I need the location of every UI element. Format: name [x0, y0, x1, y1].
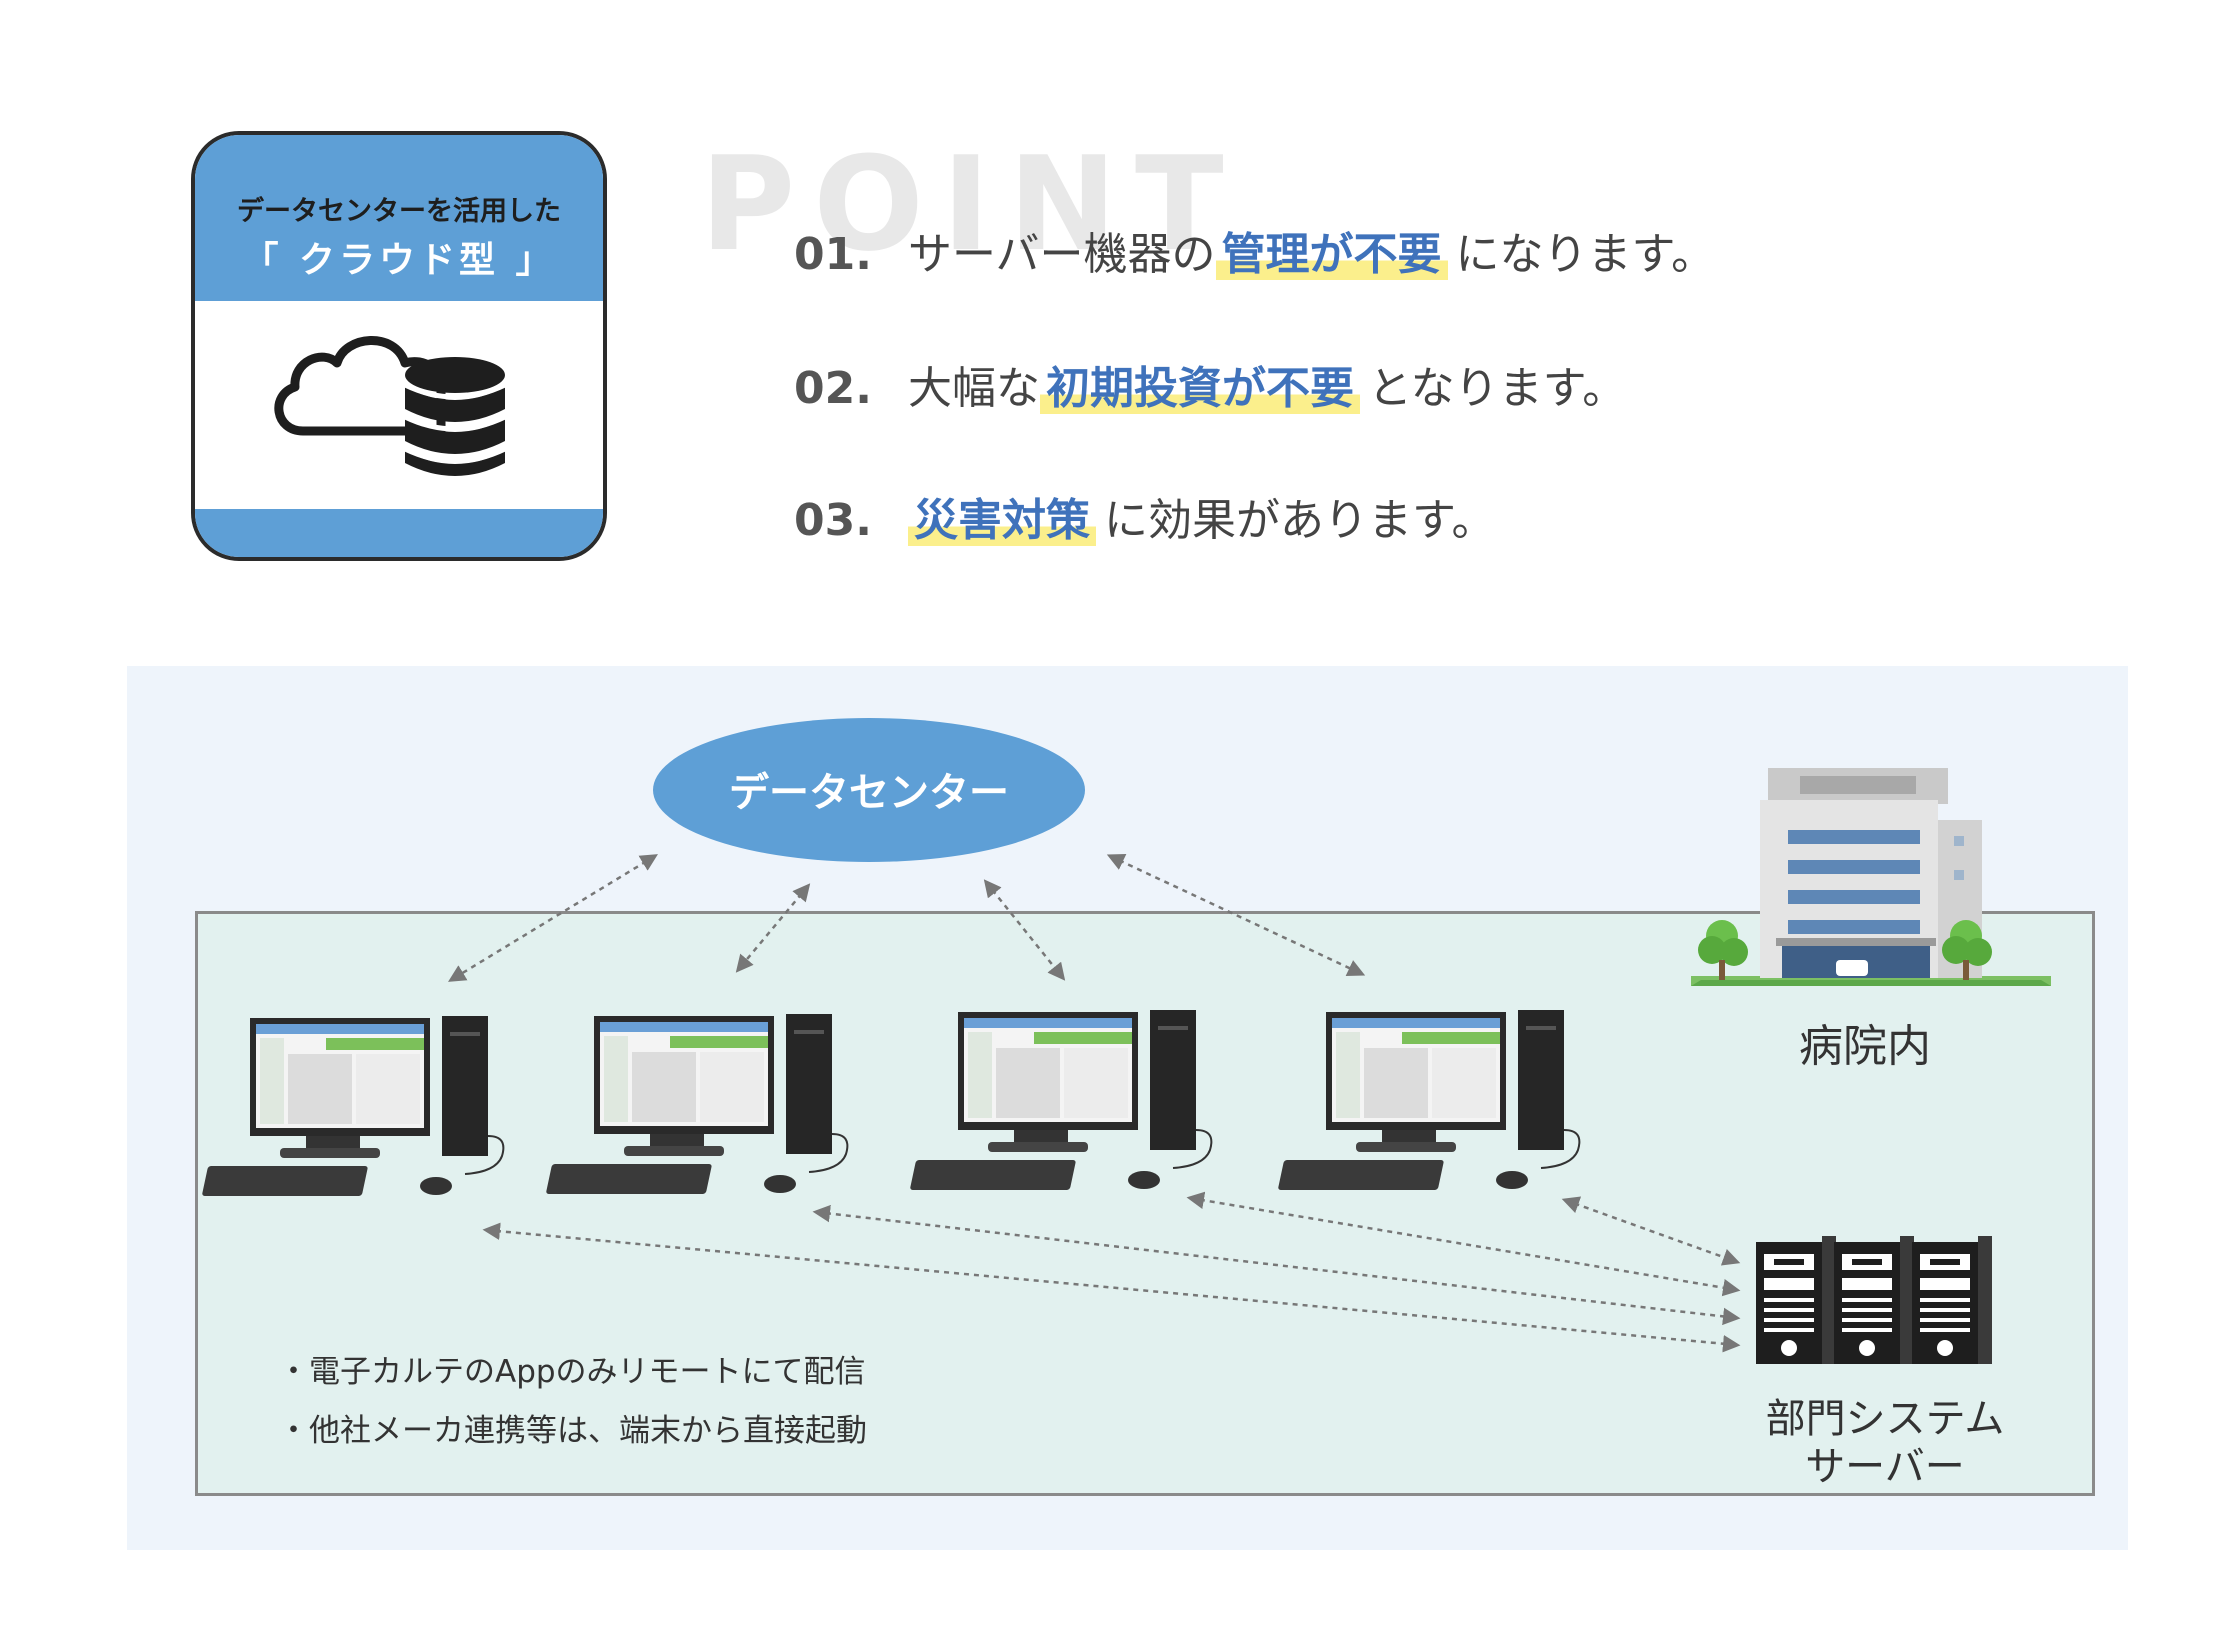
point-highlight: 管理が不要 [1215, 229, 1448, 280]
datacenter-label: データセンター [729, 770, 1009, 816]
server-icon [1756, 1236, 1836, 1364]
card-title: 「 クラウド型 」 [242, 240, 556, 281]
client-pc-icon [908, 1009, 1213, 1191]
connection-arrow [482, 1222, 1741, 1353]
client-pc-icon [544, 1013, 849, 1195]
point-row-2: 02. 大幅な初期投資が不要となります。 [794, 352, 1626, 416]
card-subtitle: データセンターを活用した [237, 196, 561, 227]
client-pc-icon [200, 1015, 505, 1197]
cloud-type-card: データセンターを活用した 「 クラウド型 」 [191, 131, 607, 561]
point-number: 02. [794, 363, 872, 414]
server-icon [1834, 1236, 1914, 1364]
point-highlight: 災害対策 [907, 495, 1096, 546]
datacenter-node [653, 718, 1085, 862]
point-text-before: 大幅な [907, 363, 1040, 414]
point-row-1: 01. サーバー機器の管理が不要になります。 [794, 218, 1715, 282]
connection-arrow [1561, 1196, 1741, 1266]
server-icon [1912, 1236, 1992, 1364]
point-text-after: となります。 [1367, 363, 1627, 414]
note-item: ・他社メーカ連携等は、端末から直接起動 [278, 1413, 867, 1449]
connection-arrow [1186, 1191, 1741, 1297]
connection-arrow [448, 854, 658, 982]
server-label-line1: 部門システム [1765, 1396, 2005, 1442]
point-text-after: になります。 [1455, 229, 1716, 280]
hospital-area [195, 911, 2095, 1496]
cloud-database-icon [274, 336, 507, 476]
hospital-building-icon [1691, 768, 2051, 986]
server-label-line2: サーバー [1805, 1444, 1965, 1490]
hospital-label: 病院内 [1799, 1021, 1931, 1072]
point-text-after: に効果があります。 [1103, 495, 1496, 546]
note-item: ・電子カルテのAppのみリモートにて配信 [278, 1354, 866, 1390]
card-header [195, 135, 603, 301]
point-number: 03. [794, 495, 872, 546]
card-footer [195, 509, 603, 557]
department-server-label: 部門システム サーバー [1735, 1395, 2035, 1491]
connection-arrow [735, 883, 811, 973]
point-text-before: サーバー機器の [907, 229, 1216, 280]
connection-arrow [983, 879, 1066, 981]
point-row-3: 03. 災害対策に効果があります。 [794, 484, 1496, 548]
client-pc-icon [1276, 1009, 1581, 1191]
point-highlight: 初期投資が不要 [1039, 363, 1360, 414]
point-number: 01. [794, 229, 872, 280]
point-watermark: POINT [700, 128, 1242, 280]
connection-arrow [1106, 854, 1366, 976]
